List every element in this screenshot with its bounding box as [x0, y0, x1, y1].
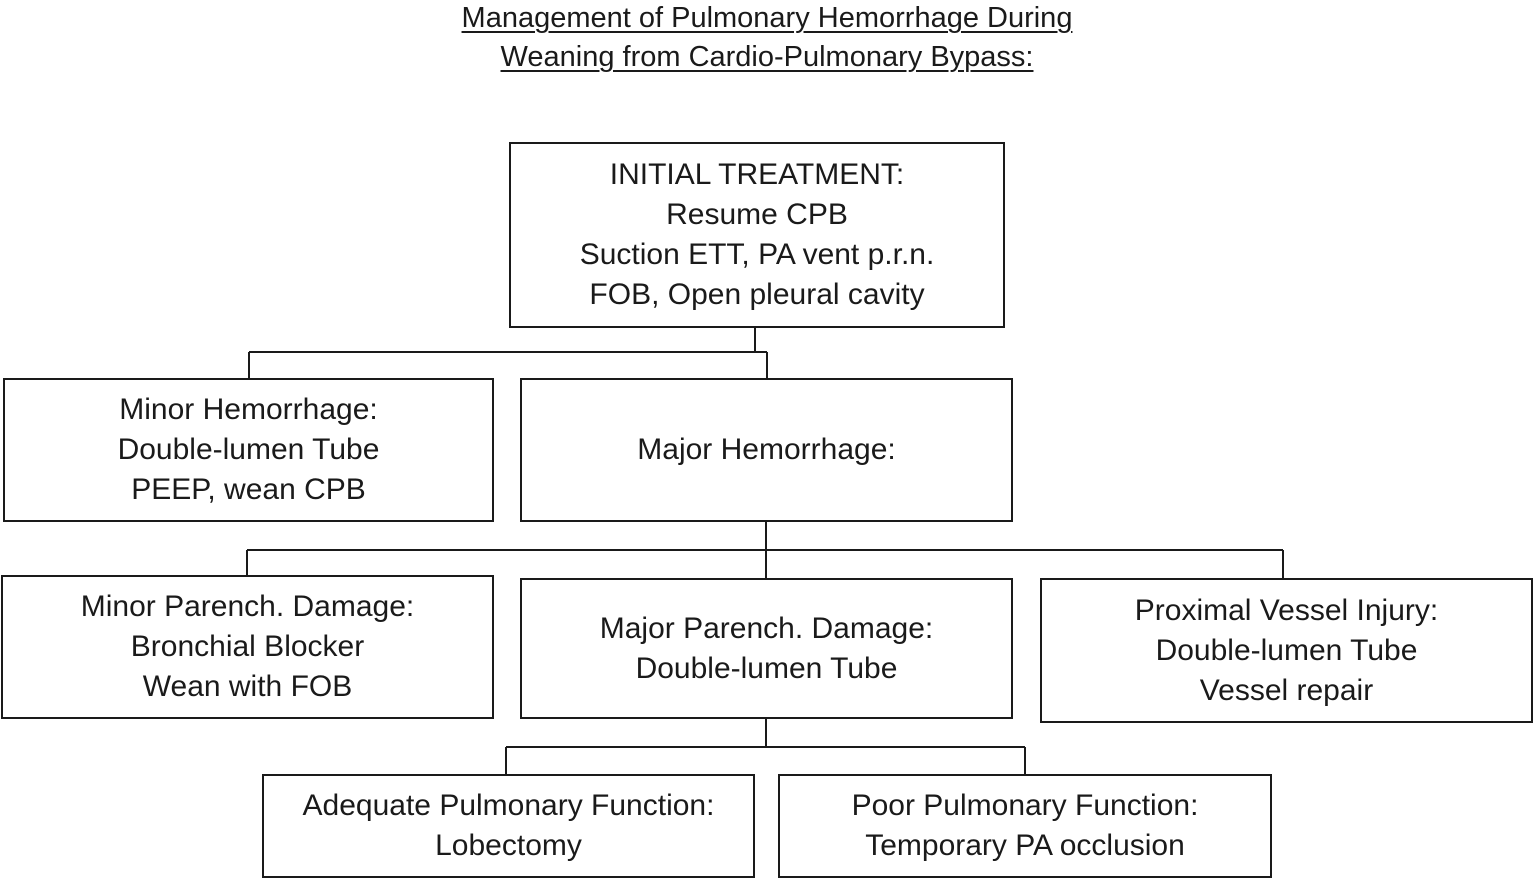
major-parench-heading: Major Parench. Damage: [599, 611, 934, 645]
adequate-function-heading: Adequate Pulmonary Function: [302, 789, 715, 822]
minor-parench-line: Wean with FOB [142, 670, 353, 703]
connector-major-parench-to-function [505, 719, 1026, 774]
minor-hemorrhage-line: PEEP, wean CPB [131, 473, 366, 506]
poor-function-line: Temporary PA occlusion [865, 829, 1185, 862]
minor-parench-line: Bronchial Blocker [130, 630, 365, 663]
initial-treatment-line: Suction ETT, PA vent p.r.n. [579, 238, 935, 271]
adequate-function-line: Lobectomy [435, 829, 582, 862]
major-parench-line: Double-lumen Tube [635, 651, 898, 685]
minor-parench-heading: Minor Parench. Damage: [80, 590, 415, 623]
proximal-vessel-line: Vessel repair [1199, 673, 1374, 707]
diagram-title-line-1: Management of Pulmonary Hemorrhage Durin… [461, 2, 1073, 34]
connector-major-hemorrhage-to-damage [246, 522, 1284, 578]
major-hemorrhage-box: Major Hemorrhage: [520, 378, 1013, 522]
proximal-vessel-injury-box: Proximal Vessel Injury: Double-lumen Tub… [1040, 578, 1533, 723]
proximal-vessel-line: Double-lumen Tube [1155, 633, 1418, 667]
minor-hemorrhage-heading: Minor Hemorrhage: [119, 393, 378, 426]
diagram-title-line-2: Weaning from Cardio-Pulmonary Bypass: [500, 41, 1034, 73]
adequate-pulmonary-function-box: Adequate Pulmonary Function: Lobectomy [262, 774, 755, 878]
proximal-vessel-heading: Proximal Vessel Injury: [1134, 593, 1439, 627]
initial-treatment-heading: INITIAL TREATMENT: [609, 158, 905, 191]
poor-function-heading: Poor Pulmonary Function: [851, 789, 1199, 822]
initial-treatment-line: FOB, Open pleural cavity [589, 278, 925, 311]
major-parench-damage-box: Major Parench. Damage: Double-lumen Tube [520, 578, 1013, 719]
diagram-title: Management of Pulmonary Hemorrhage Durin… [0, 0, 1534, 77]
connector-initial-to-hemorrhage [248, 328, 768, 378]
initial-treatment-line: Resume CPB [666, 198, 848, 231]
poor-pulmonary-function-box: Poor Pulmonary Function: Temporary PA oc… [778, 774, 1272, 878]
minor-hemorrhage-line: Double-lumen Tube [117, 433, 380, 466]
minor-parench-damage-box: Minor Parench. Damage: Bronchial Blocker… [1, 575, 494, 719]
minor-hemorrhage-box: Minor Hemorrhage: Double-lumen Tube PEEP… [3, 378, 494, 522]
initial-treatment-box: INITIAL TREATMENT: Resume CPB Suction ET… [509, 142, 1005, 328]
major-hemorrhage-heading: Major Hemorrhage: [637, 433, 896, 466]
